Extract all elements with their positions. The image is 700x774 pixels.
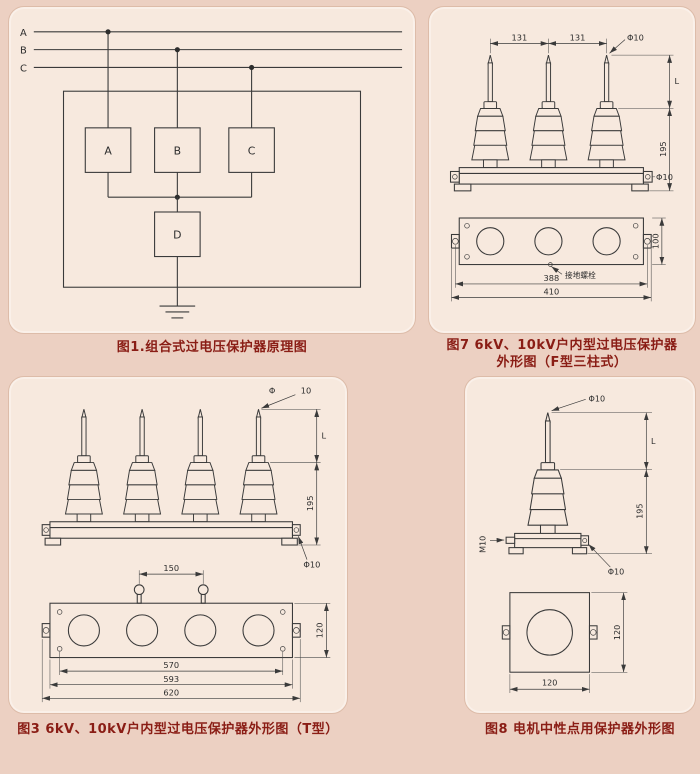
fig8-bottom-view — [501, 591, 598, 673]
phase-taps — [105, 28, 255, 128]
fig3-width-dims: 570 593 620 — [41, 639, 301, 703]
insulator-pillar — [64, 408, 103, 523]
fig7-dim-side-hole: Φ10 — [656, 173, 673, 183]
fig3-dim-eye-pitch: 150 — [163, 563, 179, 573]
fig7-caption-line2: 外形图（F型三柱式） — [496, 354, 628, 370]
insulator-pillar — [123, 408, 162, 523]
insulator-pillar — [529, 55, 568, 169]
fig7-dim-rod-len: L — [674, 77, 679, 87]
fig3-dim-mid-width: 593 — [163, 674, 179, 684]
fig3-bottom-view — [41, 602, 301, 659]
unit-a-box — [84, 126, 132, 173]
phase-a-label: A — [20, 27, 27, 38]
unit-d-label: D — [173, 228, 181, 241]
fig7-width-dims: 388 410 — [451, 245, 652, 302]
fig3-eyebolts: 150 — [133, 563, 209, 604]
fig3-side-hole-callout: Φ10 — [297, 536, 320, 569]
ground-symbol — [159, 305, 196, 319]
fig8-rod-dia-callout: Φ10 — [551, 394, 606, 411]
arrester-units: A B C — [84, 126, 275, 173]
fig7-bottom-view — [450, 217, 652, 268]
fig7-dim-hole-pitch: 388 — [543, 273, 559, 283]
fig7-ground-bolt-label: 接地螺栓 — [565, 271, 596, 281]
fig3-rod-dia-callout: Φ 10 — [261, 386, 311, 409]
phase-c-label: C — [20, 63, 27, 74]
fig8-dim-rod-dia: Φ10 — [589, 394, 606, 403]
fig3-dim-side-hole: Φ10 — [303, 559, 320, 569]
fig1-drawing: A B C A B C — [20, 27, 403, 319]
fig3-drawing: Φ 10 L 195 — [41, 386, 331, 703]
fig7-caption: 图7 6kV、10kV户内型过电压保护器 外形图（F型三柱式） — [428, 338, 696, 372]
fig3-dim-rod-dia-val: 10 — [301, 386, 311, 396]
fig3-dim-base-depth: 120 — [315, 622, 325, 638]
fig7-ground-bolt-callout: 接地螺栓 — [551, 266, 596, 281]
fig7-rod-dia-callout: Φ10 — [609, 33, 644, 54]
fig8-dim-rod-len: L — [651, 437, 656, 446]
fig8-caption: 图8 电机中性点用保护器外形图 — [484, 722, 676, 737]
fig7-dim-pitch-right: 131 — [570, 33, 586, 43]
fig7-dim-height: 195 — [658, 142, 668, 158]
insulator-pillar — [239, 408, 278, 523]
fig8-dim-plate-h: 120 — [613, 624, 622, 639]
fig3-dim-height: 195 — [305, 495, 315, 511]
unit-a-label: A — [104, 144, 112, 157]
insulator-pillar — [181, 408, 220, 523]
fig1-panel: A B C A B C — [8, 6, 416, 334]
unit-d: D — [154, 211, 201, 306]
fig3-base-channel — [41, 521, 301, 546]
junction-dot — [249, 64, 255, 70]
fig7-dim-rod-dia: Φ10 — [627, 33, 644, 43]
fig3-caption: 图3 6kV、10kV户内型过电压保护器外形图（T型） — [17, 722, 339, 737]
enclosure-outline — [62, 90, 362, 288]
fig7-pillars — [471, 55, 626, 169]
fig7-drawing: 131 131 Φ10 Φ10 — [449, 33, 679, 302]
fig8-dim-stud: M10 — [478, 535, 487, 552]
fig7-panel: 131 131 Φ10 Φ10 — [428, 6, 696, 334]
fig8-base-channel — [505, 532, 590, 555]
fig7-base-channel: Φ10 — [449, 167, 673, 192]
fig7-caption-line1: 图7 6kV、10kV户内型过电压保护器 — [446, 338, 678, 353]
junction-dot — [174, 46, 180, 52]
fig3-dim-hole-pitch: 570 — [163, 660, 179, 670]
fig7-right-dims: L 195 — [611, 55, 679, 192]
unit-c-label: C — [248, 144, 256, 157]
common-bus — [107, 171, 253, 212]
fig8-dim-plate-w: 120 — [542, 678, 557, 687]
fig3-dim-base-width: 620 — [163, 687, 179, 697]
unit-b-label: B — [174, 144, 181, 157]
junction-dot — [105, 28, 111, 34]
insulator-pillar — [587, 55, 626, 169]
insulator-pillar — [527, 411, 569, 534]
fig8-panel: Φ10 L 195 M10 Φ10 — [464, 376, 696, 714]
fig8-dim-side-hole: Φ10 — [608, 567, 625, 576]
fig8-side-hole-callout: Φ10 — [588, 543, 625, 576]
fig3-right-dims: L 195 — [261, 408, 327, 546]
fig1-caption: 图1.组合式过电压保护器原理图 — [116, 340, 308, 355]
fig8-stud-callout: M10 — [478, 535, 505, 553]
unit-b-box — [154, 126, 201, 173]
phase-b-label: B — [20, 45, 27, 56]
fig3-panel: Φ 10 L 195 — [8, 376, 348, 714]
fig3-dim-rod-len: L — [322, 430, 327, 440]
fig3-pillars — [64, 408, 278, 523]
insulator-pillar — [471, 55, 510, 169]
unit-d-box — [154, 211, 201, 257]
fig3-dim-rod-dia-sym: Φ — [269, 386, 276, 396]
fig8-drawing: Φ10 L 195 M10 Φ10 — [478, 394, 656, 693]
fig7-dim-base-depth: 100 — [650, 234, 660, 250]
fig7-dim-pitch-left: 131 — [511, 33, 527, 43]
fig8-dim-height: 195 — [636, 503, 645, 518]
fig7-dim-base-width: 410 — [543, 287, 559, 297]
fig8-plate-dims: 120 120 — [509, 592, 628, 693]
fig7-top-pitch-dims: 131 131 — [489, 33, 607, 54]
junction-dot — [174, 194, 180, 200]
fig8-right-dims: L 195 — [551, 412, 656, 554]
fig7-depth-dim: 100 — [650, 218, 666, 266]
phase-lines: A B C — [20, 27, 403, 74]
